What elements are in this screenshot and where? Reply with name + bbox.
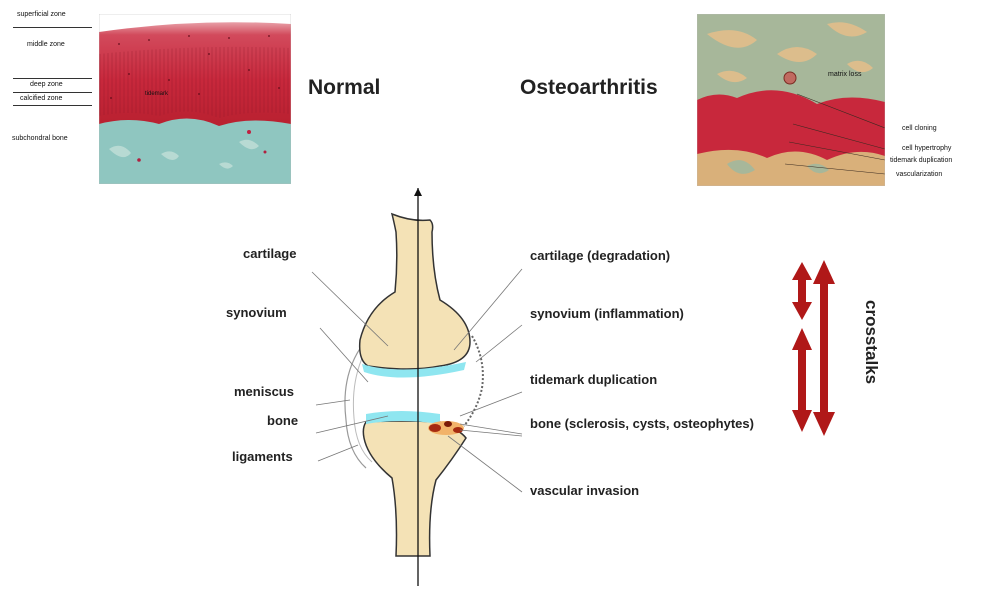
zone-divider xyxy=(13,78,92,79)
label-tidemark-duplication: tidemark duplication xyxy=(530,372,657,387)
oa-label-cell-hypertrophy: cell hypertrophy xyxy=(902,145,951,152)
label-cartilage-degradation: cartilage (degradation) xyxy=(530,248,670,263)
normal-histology-image xyxy=(99,14,291,184)
zone-divider xyxy=(13,105,92,106)
tidemark-label: tidemark xyxy=(145,91,168,97)
osteoarthritis-histology-image xyxy=(697,14,885,186)
zone-label-deep: deep zone xyxy=(30,81,63,88)
label-cartilage: cartilage xyxy=(243,246,296,261)
label-bone-sclerosis: bone (sclerosis, cysts, osteophytes) xyxy=(530,416,754,431)
label-ligaments: ligaments xyxy=(232,449,293,464)
oa-label-tidemark-duplication: tidemark duplication xyxy=(890,157,952,164)
normal-title: Normal xyxy=(308,76,380,100)
label-vascular-invasion: vascular invasion xyxy=(530,483,639,498)
oa-label-cell-cloning: cell cloning xyxy=(902,125,937,132)
zone-label-middle: middle zone xyxy=(27,41,65,48)
label-synovium: synovium xyxy=(226,305,287,320)
zone-label-superficial: superficial zone xyxy=(17,11,66,18)
crosstalk-arrows xyxy=(790,258,840,440)
zone-label-subchondral: subchondral bone xyxy=(12,135,68,142)
label-synovium-inflammation: synovium (inflammation) xyxy=(530,306,684,321)
zone-divider xyxy=(13,92,92,93)
zone-divider xyxy=(13,27,92,28)
oa-label-vascularization: vascularization xyxy=(896,171,942,178)
crosstalks-label: crosstalks xyxy=(861,300,881,384)
label-meniscus: meniscus xyxy=(234,384,294,399)
zone-label-calcified: calcified zone xyxy=(20,95,62,102)
label-bone: bone xyxy=(267,413,298,428)
matrix-loss-label: matrix loss xyxy=(828,71,861,78)
osteoarthritis-title: Osteoarthritis xyxy=(520,76,658,100)
